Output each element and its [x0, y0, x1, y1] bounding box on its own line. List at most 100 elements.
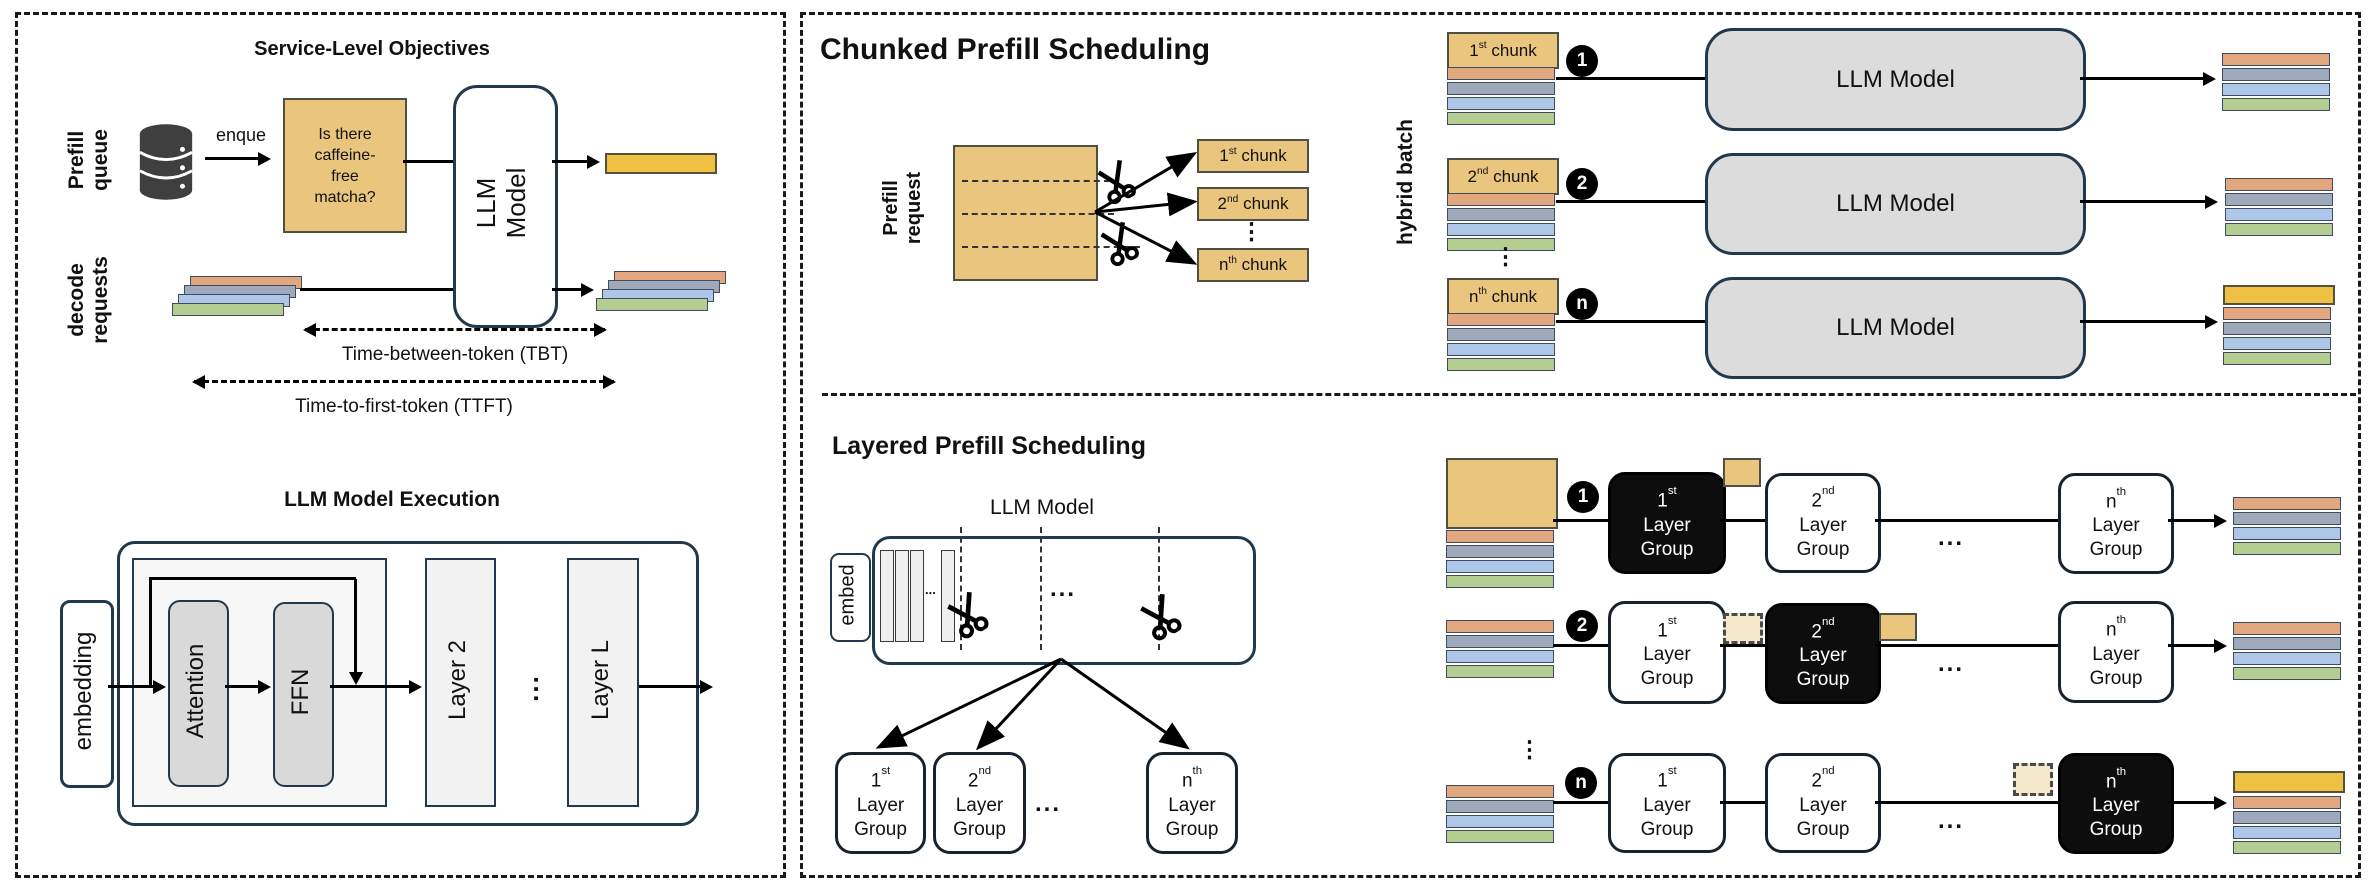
first-token-bar — [2233, 771, 2345, 793]
chunked-out-stack-2 — [2225, 178, 2333, 236]
ttft-label: Time-to-first-token (TTFT) — [295, 396, 513, 417]
layer-group-fan-arrows — [875, 657, 1190, 751]
decode-in-line — [300, 288, 453, 291]
layered-out-stack-n — [2233, 796, 2341, 854]
tbt-arrow — [303, 323, 607, 337]
lrow2-line-b — [1720, 644, 1765, 647]
database-icon — [139, 124, 193, 200]
layer-bar — [880, 550, 894, 642]
lrow1-out-arrow — [2168, 514, 2227, 528]
embedding-label: embedding — [70, 631, 98, 751]
residual-arrowhead — [349, 672, 363, 685]
cut-line-1 — [962, 180, 1110, 182]
step-badge-2: 2 — [1566, 168, 1598, 200]
attention-label: Attention — [182, 643, 210, 739]
layered-vdots: ⋮ — [1518, 736, 1541, 762]
layer-bar — [910, 550, 924, 642]
lrown-out-arrow — [2168, 796, 2227, 810]
prompt-to-model-line — [403, 160, 453, 163]
rown-in-line — [1556, 320, 1705, 323]
ffn-to-layer2-arrow — [330, 680, 422, 694]
batch-stack-n — [1447, 313, 1555, 371]
layer-bar — [895, 550, 909, 642]
llm-model-box-2: LLM Model — [1705, 153, 2086, 255]
consumed-token-square — [1723, 613, 1763, 644]
layerL-label: Layer L — [587, 639, 615, 721]
tbt-label: Time-between-token (TBT) — [341, 344, 569, 365]
layered-model-label: LLM Model — [990, 496, 1094, 519]
panel-divider — [822, 393, 2356, 396]
residual-drop-line — [354, 579, 357, 674]
row1-in-line — [1556, 77, 1705, 80]
layer-bar-dots: ... — [925, 582, 936, 597]
attn-to-ffn-arrow — [225, 680, 271, 694]
embed-box — [830, 553, 871, 642]
first-token-bar — [605, 153, 717, 174]
scissors-icon — [1140, 594, 1182, 641]
ttft-arrow — [192, 375, 616, 389]
batch-stack-2 — [1447, 193, 1555, 251]
row2-in-line — [1556, 200, 1705, 203]
layered-model-dots: ... — [1050, 575, 1077, 602]
step-badge-2: 2 — [1566, 610, 1598, 642]
cut-line-3 — [962, 246, 1140, 248]
rown-out-arrow — [2080, 315, 2218, 329]
ffn-label: FFN — [287, 668, 315, 716]
layered-out-stack-1 — [2233, 497, 2341, 555]
fan-dots: ... — [1035, 790, 1062, 817]
batch-stack-1 — [1447, 67, 1555, 125]
layered-model-box — [872, 536, 1256, 665]
lrown-dots: ... — [1938, 807, 1965, 834]
step-badge-n: n — [1565, 767, 1597, 799]
enqueue-arrow — [205, 152, 271, 166]
decode-output-stack — [596, 271, 726, 311]
layered-in-stack-2 — [1446, 620, 1554, 678]
ffn-box — [273, 602, 334, 787]
chunked-out-stack-n — [2223, 307, 2331, 365]
first-token-arrow — [552, 155, 600, 169]
embedding-box — [60, 600, 114, 788]
layer-bar — [941, 550, 955, 642]
lrow2-dots: ... — [1938, 650, 1965, 677]
lrow2-line-c — [1875, 644, 2058, 647]
residual-top-line — [149, 577, 356, 580]
lrow2-out-arrow — [2168, 639, 2227, 653]
lrow2-line-a — [1553, 644, 1608, 647]
layer-cut-line-3 — [1158, 527, 1160, 650]
layered-in-stack-n — [1446, 785, 1554, 843]
layer-cut-line-2 — [1040, 527, 1042, 650]
enqueue-label: enque — [215, 125, 267, 145]
decode-input-stack — [172, 276, 302, 316]
layered-title: Layered Prefill Scheduling — [832, 432, 1146, 460]
scissors-icon — [947, 592, 989, 639]
layer-cut-line-1 — [960, 527, 962, 650]
row2-out-arrow — [2080, 195, 2218, 209]
llm-model-box-n: LLM Model — [1705, 277, 2086, 379]
step-badge-1: 1 — [1566, 45, 1598, 77]
chunked-out-stack-1 — [2222, 53, 2330, 111]
lrow1-line-a — [1553, 519, 1608, 522]
attention-box — [168, 600, 229, 787]
